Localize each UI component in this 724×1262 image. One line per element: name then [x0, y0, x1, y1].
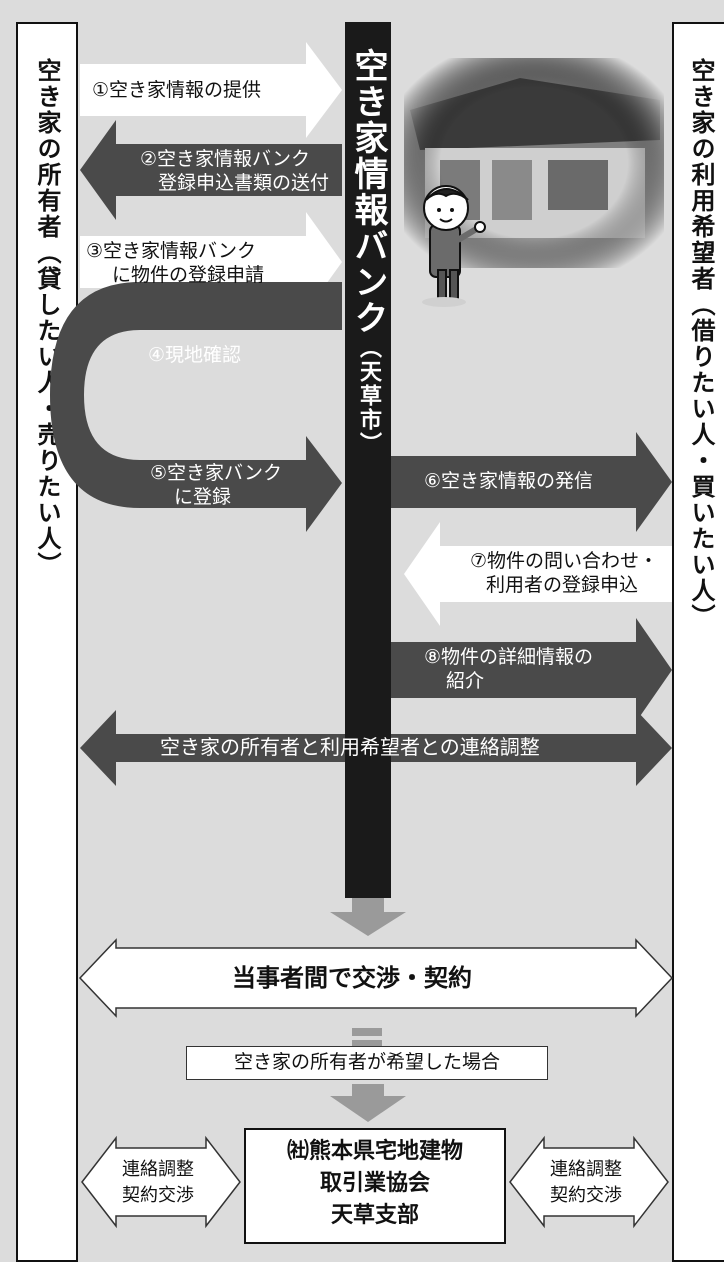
- user-column: 空き家の利用希望者（借りたい人・買いたい人）: [672, 22, 724, 1262]
- arrow-step4-5: [50, 282, 342, 532]
- arrow-step6: [391, 432, 672, 532]
- step2-label-line2: 登録申込書類の送付: [158, 172, 330, 194]
- step1-label: ①空き家情報の提供: [92, 79, 262, 101]
- condition-box: 空き家の所有者が希望した場合: [186, 1046, 548, 1080]
- man-illustration: [422, 185, 486, 307]
- step4-label: ④現地確認: [148, 344, 242, 366]
- arrow-negotiation: [78, 938, 674, 1018]
- step2-label-line1: ②空き家情報バンク: [140, 148, 310, 170]
- info-bank-bar: [345, 22, 391, 898]
- user-title: 空き家の利用希望者: [687, 58, 715, 292]
- owner-column: 空き家の所有者（貸したい人・売りたい人）: [16, 22, 78, 1262]
- arrow-side-left: [81, 1135, 241, 1229]
- step7-label-line2: 利用者の登録申込: [486, 574, 639, 596]
- info-bank-title: 空き家情報バンク: [348, 48, 388, 336]
- association-line1: ㈳熊本県宅地建物: [286, 1139, 463, 1164]
- user-subtitle: （借りたい人・買いたい人）: [687, 292, 715, 630]
- arrow-down-2: [330, 1084, 406, 1122]
- arrow-side-right: [509, 1135, 669, 1229]
- coordination-label: 空き家の所有者と利用希望者との連絡調整: [160, 735, 540, 759]
- arrow-down-1: [330, 898, 406, 936]
- arrow-step7: [404, 522, 672, 626]
- owner-title: 空き家の所有者: [33, 58, 61, 240]
- step5-label-line2: に登録: [174, 486, 232, 508]
- association-box: ㈳熊本県宅地建物 取引業協会 天草支部: [244, 1128, 506, 1244]
- user-column-label: 空き家の利用希望者（借りたい人・買いたい人）: [687, 58, 715, 630]
- step3-label-line1: ③空き家情報バンク: [86, 240, 256, 262]
- side-right-line2: 契約交渉: [550, 1185, 622, 1206]
- condition-label: 空き家の所有者が希望した場合: [233, 1051, 500, 1073]
- side-left-line1: 連絡調整: [122, 1159, 194, 1180]
- step8-label-line2: 紹介: [446, 670, 485, 692]
- side-left-line2: 契約交渉: [122, 1185, 194, 1206]
- step7-label-line1: ⑦物件の問い合わせ・: [470, 550, 659, 572]
- step5-label-line1: ⑤空き家バンク: [150, 462, 282, 484]
- negotiation-label: 当事者間で交渉・契約: [232, 964, 472, 992]
- association-line2: 取引業協会: [319, 1171, 430, 1196]
- arrow-step2: [80, 120, 342, 220]
- arrow-step8: [391, 618, 672, 722]
- association-line3: 天草支部: [330, 1203, 419, 1228]
- info-bank-subtitle: （天草市）: [356, 336, 381, 456]
- side-right-line1: 連絡調整: [550, 1159, 622, 1180]
- step3-label-line2: に物件の登録申請: [112, 264, 265, 286]
- step8-label-line1: ⑧物件の詳細情報の: [424, 646, 594, 668]
- arrow-step1: [80, 42, 342, 138]
- step6-label: ⑥空き家情報の発信: [424, 470, 594, 492]
